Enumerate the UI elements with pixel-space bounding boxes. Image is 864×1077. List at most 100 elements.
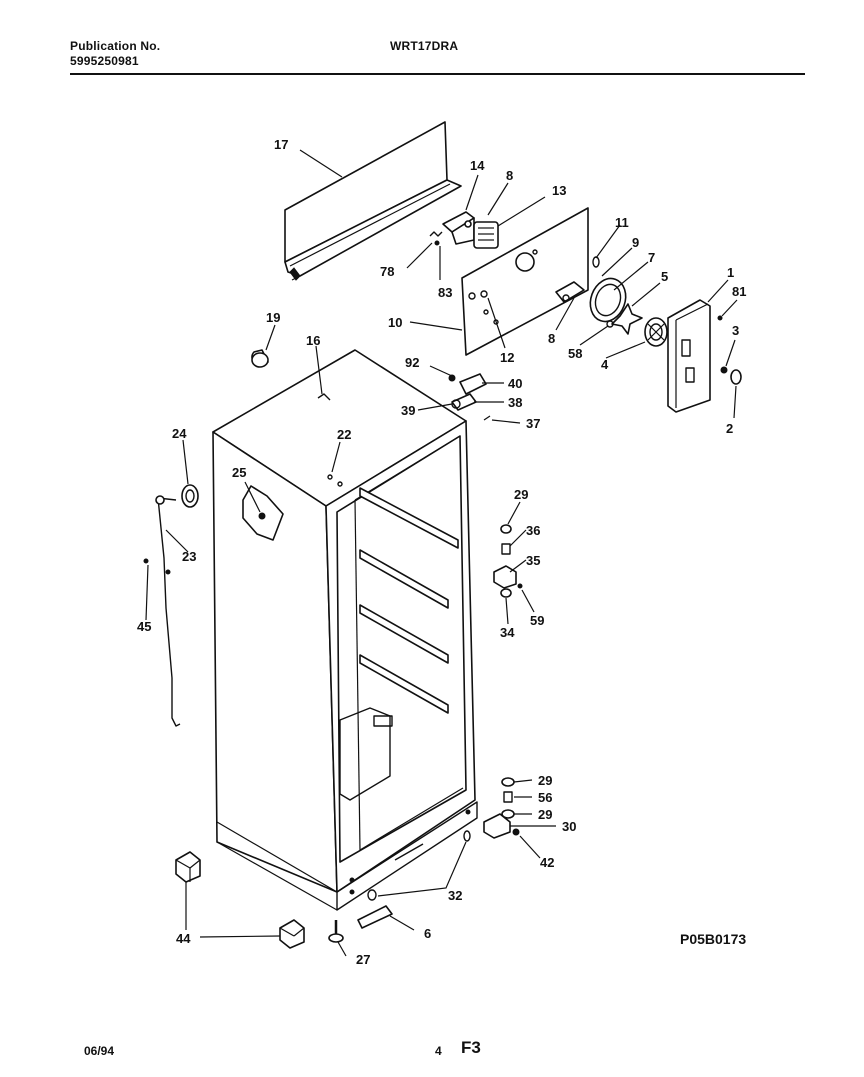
- callout-34: 34: [500, 625, 515, 640]
- callout-6: 6: [424, 926, 431, 941]
- leader-13: [497, 196, 546, 227]
- hole-22-a: [327, 474, 333, 480]
- callout-12: 12: [500, 350, 514, 365]
- callout-14: 14: [470, 158, 485, 173]
- leader-4: [605, 341, 646, 359]
- leader-44-horiz: [199, 935, 281, 938]
- callout-3: 3: [732, 323, 739, 338]
- callout-29b: 29: [538, 773, 552, 788]
- leader-29b: [513, 779, 533, 783]
- callout-11: 11: [615, 215, 629, 230]
- control-housing-part: [667, 299, 711, 413]
- washer-29b-part: [501, 777, 515, 787]
- cap-32b-part: [463, 830, 471, 842]
- leader-8a: [487, 182, 509, 216]
- washer-29a-part: [500, 524, 512, 534]
- knob-shaft-part: [720, 366, 728, 374]
- callout-13: 13: [552, 183, 566, 198]
- leader-14: [465, 174, 479, 211]
- callout-83: 83: [438, 285, 452, 300]
- drain-screw-part: [258, 512, 266, 520]
- callout-8b: 8: [548, 331, 555, 346]
- leader-36: [509, 529, 527, 547]
- header-rule: [70, 73, 805, 75]
- leader-25: [244, 481, 261, 513]
- callout-30: 30: [562, 819, 576, 834]
- fan-bracket-part: [555, 281, 585, 303]
- screw-59-part: [517, 583, 523, 589]
- grommet-part: [592, 256, 600, 268]
- plug-19-part: [251, 352, 269, 368]
- hinge-30-part: [483, 813, 511, 839]
- leader-37: [491, 419, 521, 424]
- callout-32: 32: [448, 888, 462, 903]
- callout-8: 8: [506, 168, 513, 183]
- leader-39: [417, 403, 453, 411]
- callout-42: 42: [540, 855, 554, 870]
- leader-32: [377, 841, 467, 897]
- cap-32a-part: [367, 889, 377, 901]
- leader-12: [487, 297, 506, 349]
- leader-34: [505, 597, 509, 625]
- leader-59: [521, 589, 535, 613]
- publication-number: 5995250981: [70, 54, 139, 68]
- clip-16-part: [317, 393, 331, 401]
- pin-36-part: [501, 543, 511, 555]
- callout-92: 92: [405, 355, 419, 370]
- callout-10: 10: [388, 315, 402, 330]
- top-panel-part: [284, 121, 462, 281]
- leader-29a: [507, 501, 521, 525]
- gasket-24-part: [181, 484, 199, 508]
- leader-92: [429, 365, 453, 377]
- leader-35: [509, 559, 527, 573]
- screw-81-part: [717, 315, 723, 321]
- callout-35: 35: [526, 553, 540, 568]
- screw-58-part: [606, 320, 614, 328]
- leader-6: [389, 915, 415, 931]
- callout-25: 25: [232, 465, 246, 480]
- callout-78: 78: [380, 264, 394, 279]
- callout-38: 38: [508, 395, 522, 410]
- leader-2: [733, 385, 737, 419]
- leveler-44a-part: [175, 851, 201, 883]
- leader-81: [721, 299, 738, 317]
- leader-9: [601, 247, 633, 277]
- leader-3: [725, 339, 736, 367]
- leader-23: [165, 529, 189, 553]
- screw-42-part: [512, 828, 520, 836]
- callout-5: 5: [661, 269, 668, 284]
- grille-6-part: [357, 905, 393, 929]
- leader-45: [145, 564, 149, 621]
- callout-7: 7: [648, 250, 655, 265]
- callout-19: 19: [266, 310, 280, 325]
- callout-36: 36: [526, 523, 540, 538]
- footer-date: 06/94: [84, 1044, 115, 1058]
- callout-45: 45: [137, 619, 151, 634]
- callout-1: 1: [727, 265, 734, 280]
- drain-tube-part: [155, 495, 181, 727]
- callout-2: 2: [726, 421, 733, 436]
- leader-22: [331, 441, 341, 473]
- leader-17: [299, 149, 343, 178]
- washer-34-part: [500, 588, 512, 598]
- leader-58: [579, 325, 609, 346]
- callout-40: 40: [508, 376, 522, 391]
- callout-59: 59: [530, 613, 544, 628]
- publication-label: Publication No.: [70, 39, 161, 53]
- evaporator-cover-part: [461, 207, 589, 356]
- leader-1: [707, 279, 729, 303]
- callout-23: 23: [182, 549, 196, 564]
- model-number: WRT17DRA: [390, 39, 459, 53]
- leader-8b: [555, 297, 575, 331]
- fan-ring-part: [589, 277, 627, 323]
- thermostat-part: [473, 221, 499, 249]
- callout-29c: 29: [538, 807, 552, 822]
- leader-11: [595, 224, 621, 259]
- spring-clip-part: [429, 231, 443, 246]
- callout-58: 58: [568, 346, 582, 361]
- callout-39: 39: [401, 403, 415, 418]
- callout-27: 27: [356, 952, 370, 967]
- callout-56: 56: [538, 790, 552, 805]
- leader-7: [613, 261, 649, 291]
